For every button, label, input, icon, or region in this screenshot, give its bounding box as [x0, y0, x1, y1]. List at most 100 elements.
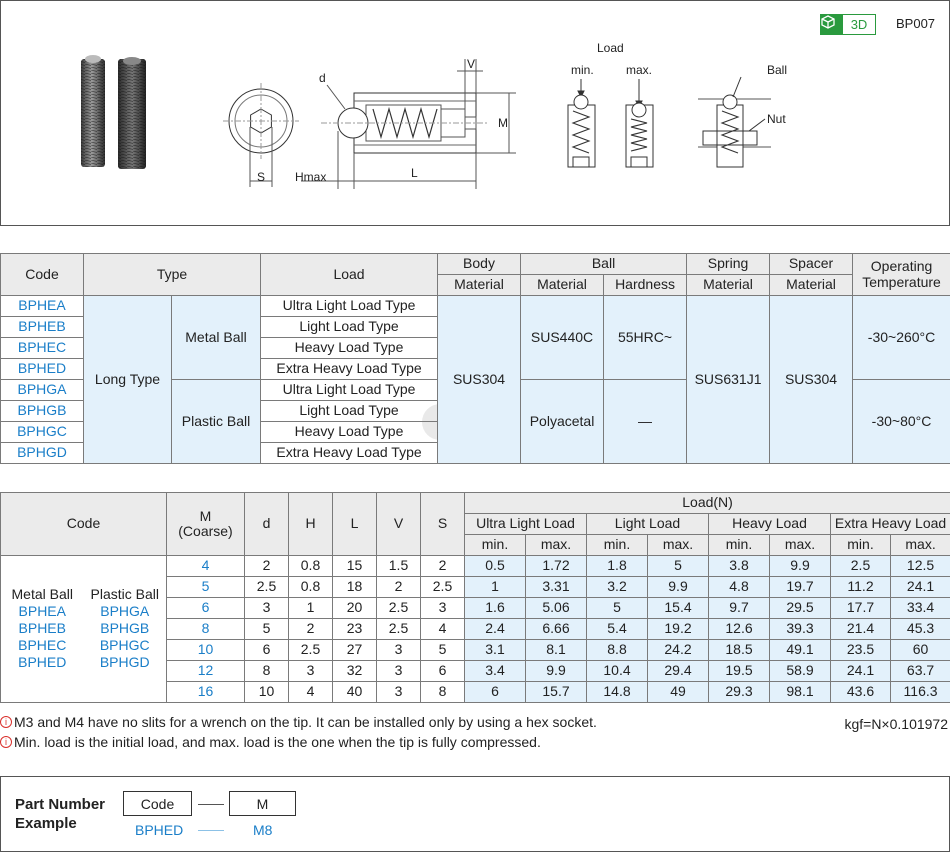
ul-max-cell: 1.72 [525, 555, 587, 577]
code-box: Code [123, 791, 192, 816]
ul-max-cell: 15.7 [525, 681, 587, 703]
header-s: S [420, 492, 465, 556]
ul-min-cell: 0.5 [464, 555, 526, 577]
l-max-cell: 5 [647, 555, 709, 577]
l-max-cell: 29.4 [647, 660, 709, 682]
h-max-cell: 9.9 [769, 555, 831, 577]
l-cell: 40 [332, 681, 377, 703]
l-min-cell: 10.4 [586, 660, 648, 682]
ball-material-metal-cell: SUS440C [520, 295, 605, 380]
load-cell: Extra Heavy Load Type [260, 442, 439, 464]
example-dash [198, 830, 224, 831]
type-main-cell: Long Type [83, 295, 172, 464]
code-link[interactable]: BPHGD [99, 653, 150, 670]
header-ultra-light: Ultra Light Load [464, 513, 587, 535]
header-ball: Ball [520, 253, 688, 275]
load-cell: Extra Heavy Load Type [260, 358, 439, 380]
header-body: Body [437, 253, 522, 275]
code-link[interactable]: BPHEA [18, 602, 66, 619]
example-m: M8 [253, 822, 273, 838]
code-cell[interactable]: BPHEB [0, 316, 84, 338]
h-min-cell: 29.3 [708, 681, 770, 703]
s-cell: 5 [420, 639, 465, 661]
h-min-cell: 4.8 [708, 576, 770, 598]
d-cell: 8 [244, 660, 289, 682]
m-size-cell[interactable]: 12 [166, 660, 245, 682]
ul-min-cell: 1 [464, 576, 526, 598]
code-link[interactable]: BPHGC [99, 636, 150, 653]
m-size-cell[interactable]: 8 [166, 618, 245, 640]
eh-min-cell: 2.5 [830, 555, 891, 577]
header-spring: Spring [686, 253, 771, 275]
code-cell[interactable]: BPHGD [0, 442, 84, 464]
header-max: max. [769, 534, 831, 556]
load-max-label: max. [626, 63, 652, 77]
table-row: BPHGC Heavy Load Type [0, 421, 950, 443]
ball-hardness-plastic-cell: — [603, 379, 688, 464]
product-photo [81, 55, 146, 169]
m-size-cell[interactable]: 5 [166, 576, 245, 598]
part-number-title: Part Number Example [15, 796, 106, 832]
eh-min-cell: 23.5 [830, 639, 891, 661]
dim-s-label: S [257, 170, 265, 184]
code-link[interactable]: BPHED [18, 653, 67, 670]
h-max-cell: 19.7 [769, 576, 831, 598]
3d-view-button[interactable]: 3D [820, 14, 876, 35]
code-cell[interactable]: BPHGC [0, 421, 84, 443]
l-max-cell: 9.9 [647, 576, 709, 598]
m-box: M [229, 791, 296, 816]
l-cell: 23 [332, 618, 377, 640]
header-min: min. [708, 534, 770, 556]
m-size-cell[interactable]: 6 [166, 597, 245, 619]
code-link[interactable]: BPHEB [18, 619, 66, 636]
note-1: i M3 and M4 have no slits for a wrench o… [0, 714, 597, 730]
h-cell: 1 [288, 597, 333, 619]
code-cell[interactable]: BPHED [0, 358, 84, 380]
code-link[interactable]: BPHGA [100, 602, 150, 619]
load-cell: Light Load Type [260, 316, 439, 338]
eh-max-cell: 12.5 [889, 555, 950, 577]
table-row: BPHEB Light Load Type [0, 316, 950, 338]
ul-max-cell: 5.06 [525, 597, 587, 619]
m-size-cell[interactable]: 10 [166, 639, 245, 661]
ball-hardness-metal-cell: 55HRC~ [603, 295, 688, 380]
header-min: min. [830, 534, 891, 556]
header-code: Code [0, 492, 167, 556]
header-min: min. [586, 534, 648, 556]
code-link[interactable]: BPHGB [100, 619, 150, 636]
h-cell: 0.8 [288, 576, 333, 598]
d-cell: 5 [244, 618, 289, 640]
h-cell: 2.5 [288, 639, 333, 661]
ul-min-cell: 3.1 [464, 639, 526, 661]
m-size-cell[interactable]: 4 [166, 555, 245, 577]
code-cell[interactable]: BPHEA [0, 295, 84, 317]
l-cell: 18 [332, 576, 377, 598]
header-min: min. [464, 534, 526, 556]
nut-label: Nut [767, 112, 786, 126]
ball-label: Ball [767, 63, 787, 77]
header-extra-heavy: Extra Heavy Load [829, 513, 950, 535]
s-cell: 2.5 [420, 576, 465, 598]
product-code: BP007 [896, 16, 936, 31]
ul-min-cell: 1.6 [464, 597, 526, 619]
part-number-example: Part Number Example Code M BPHED M8 [0, 776, 950, 852]
code-cell[interactable]: BPHEC [0, 337, 84, 359]
code-link[interactable]: BPHEC [18, 636, 67, 653]
d-cell: 2 [244, 555, 289, 577]
header-heavy: Heavy Load [708, 513, 831, 535]
m-size-cell[interactable]: 16 [166, 681, 245, 703]
dim-l-label: L [411, 166, 418, 180]
l-max-cell: 15.4 [647, 597, 709, 619]
example-code[interactable]: BPHED [135, 822, 184, 838]
eh-min-cell: 43.6 [830, 681, 891, 703]
load-min-label: min. [571, 63, 594, 77]
h-max-cell: 49.1 [769, 639, 831, 661]
info-icon: i [0, 716, 12, 728]
header-max: max. [889, 534, 950, 556]
eh-min-cell: 24.1 [830, 660, 891, 682]
code-cell[interactable]: BPHGA [0, 379, 84, 401]
l-cell: 15 [332, 555, 377, 577]
load-illustration [567, 76, 771, 168]
code-cell[interactable]: BPHGB [0, 400, 84, 422]
